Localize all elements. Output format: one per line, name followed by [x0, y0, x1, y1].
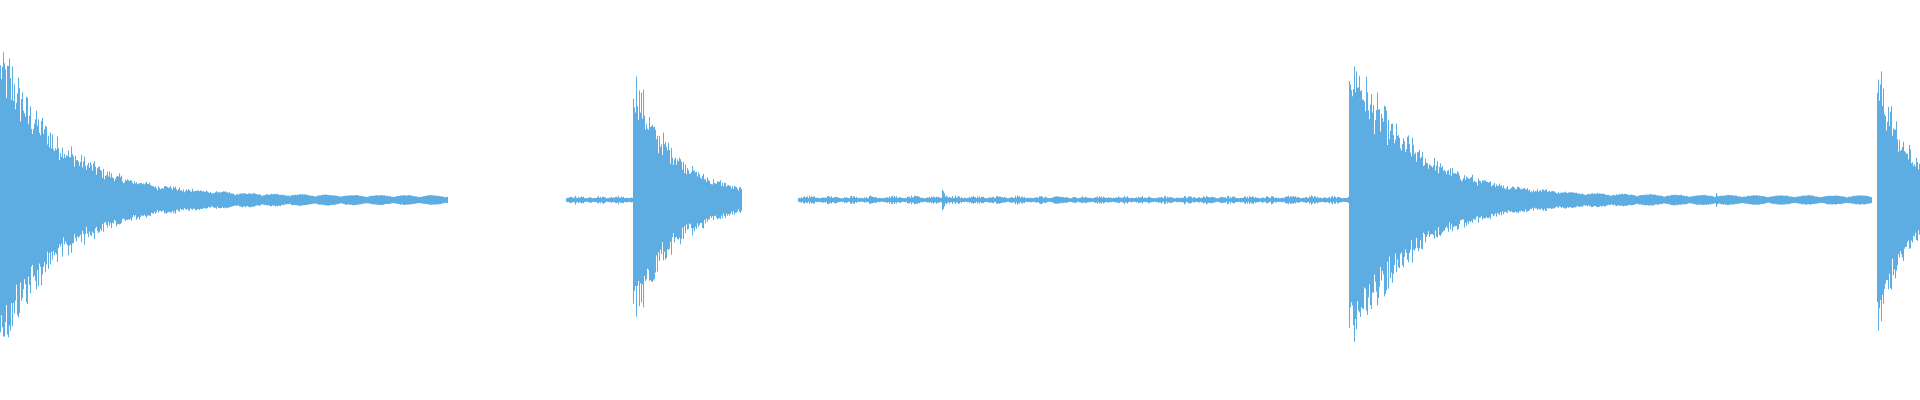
waveform-track — [0, 52, 1920, 342]
waveform-path — [0, 52, 1920, 342]
